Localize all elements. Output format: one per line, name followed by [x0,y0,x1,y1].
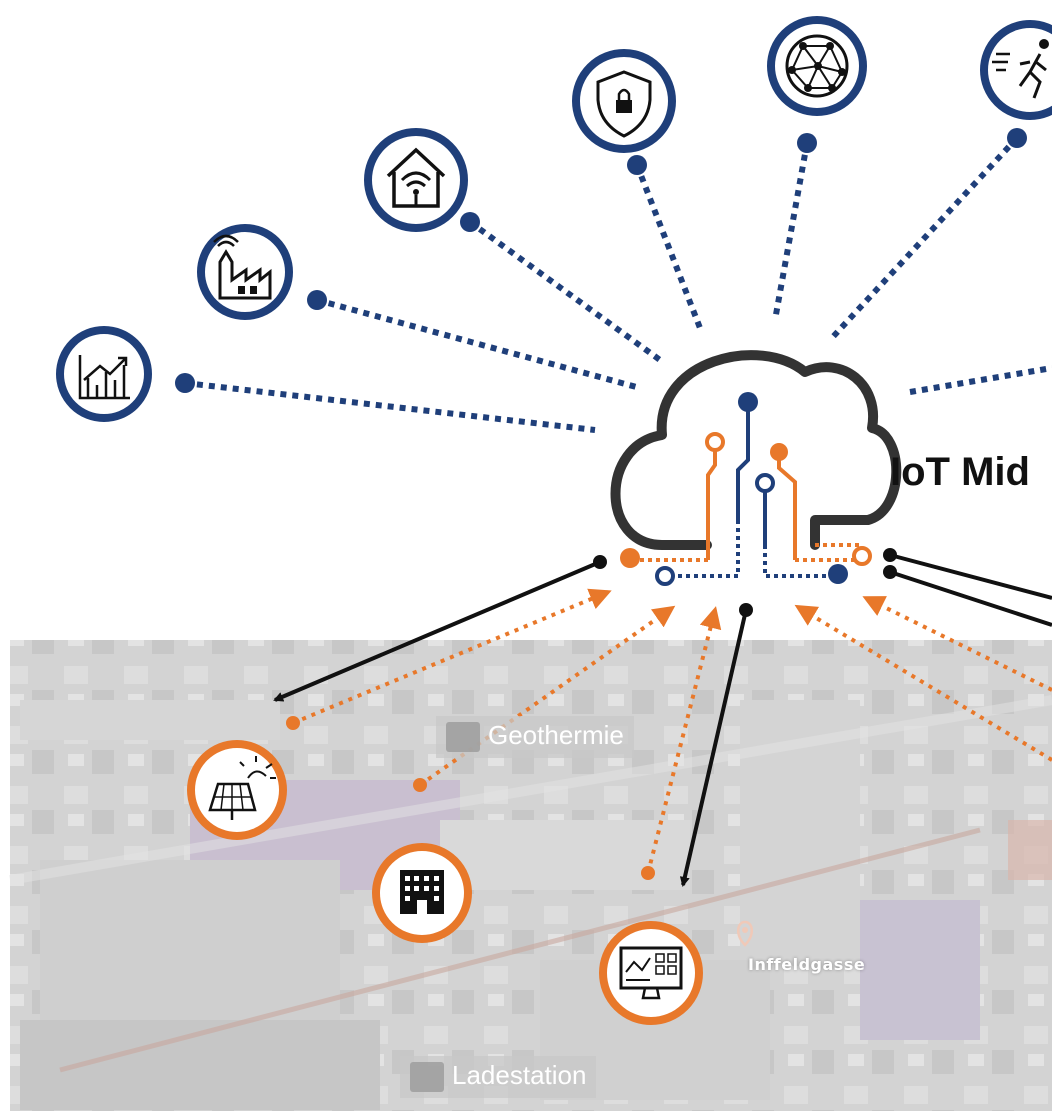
geothermal-icon [446,722,480,753]
street-label-inffeldgasse: Inffeldgasse [748,955,866,974]
charging-station-icon [410,1062,444,1093]
smart-factory-icon [197,224,293,320]
command-arrow-origins [593,548,897,617]
service-connections [184,135,1052,433]
map-pin-icon [737,920,753,947]
diagram-title: IoT Mid [890,450,1030,494]
solar-panel-icon [187,740,287,840]
network-globe-icon [767,16,867,116]
circuit-nodes [620,392,872,586]
building-icon [372,843,472,943]
map-label-geothermie: Geothermie [436,716,634,759]
map-label-geothermie-text: Geothermie [488,720,624,750]
monitor-dashboard-icon [599,921,703,1025]
analytics-chart-icon [56,326,152,422]
mobility-person-icon [980,20,1052,120]
command-arrows [273,553,1052,887]
data-upload-origins [286,716,655,880]
security-shield-icon [572,49,676,153]
aerial-map [9,640,1052,1111]
service-connection-dots [175,128,1027,393]
map-label-ladestation-text: Ladestation [452,1060,587,1090]
circuit-dotted [630,520,860,578]
map-label-ladestation: Ladestation [400,1056,597,1099]
smart-home-icon [364,128,468,232]
circuit-traces [706,402,797,560]
cloud-icon [610,350,902,550]
